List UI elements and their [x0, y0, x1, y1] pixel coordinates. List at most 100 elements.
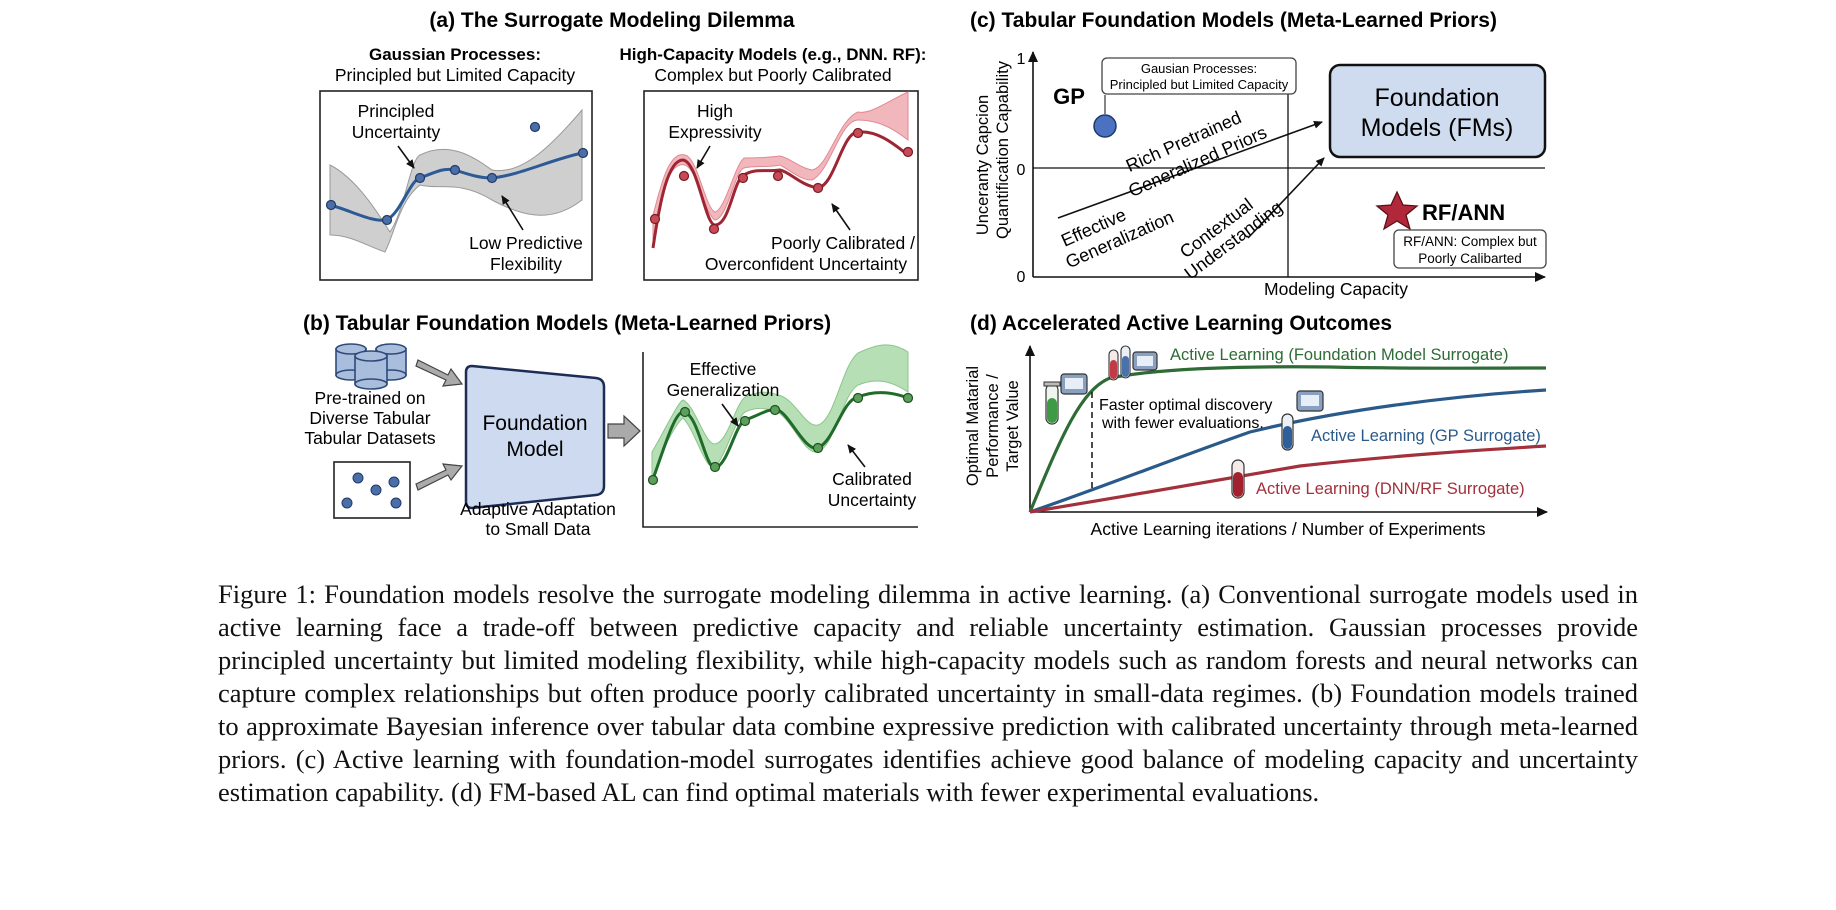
- adapt-label-2: to Small Data: [485, 519, 590, 539]
- hc-annot-top-2: Expressivity: [668, 122, 762, 142]
- hc-annot-top-1: High: [697, 101, 733, 121]
- fm-point: [812, 442, 824, 454]
- fm-annot-top-2: Generalization: [667, 380, 780, 400]
- hc-point: [737, 172, 749, 184]
- gp-annot-bottom-arrow: [501, 195, 524, 231]
- d-ylabel-3: Target Value: [1004, 380, 1022, 471]
- fm-annot-bottom-2: Uncertainty: [828, 490, 917, 510]
- datasets-label-3: Tabular Datasets: [304, 428, 436, 448]
- gp-annot-top-arrow: [397, 145, 415, 169]
- c-arrow-contextual: [1247, 157, 1325, 239]
- d-note-1: Faster optimal discovery: [1099, 397, 1272, 414]
- fm-label-2: Model: [506, 438, 563, 461]
- c-fm-box: [1328, 63, 1547, 159]
- test-tube-green-liquid: [1047, 398, 1057, 423]
- c-star-marker: [1375, 190, 1419, 231]
- c-ylabel-1: Unceranty Capcion: [974, 95, 992, 235]
- hc-point: [852, 127, 864, 139]
- small-data-point: [352, 472, 364, 484]
- d-ylabel-2: Performance /: [984, 374, 1002, 478]
- fm-uncertainty-band: [651, 344, 909, 483]
- test-tube-red-liquid: [1110, 360, 1117, 379]
- d-note-2: with fewer evaluations.: [1101, 415, 1264, 432]
- d-curve-gp: [1029, 388, 1547, 514]
- hc-observations: [649, 127, 914, 235]
- d-series-dnn-label: Active Learning (DNN/RF Surrogate): [1256, 480, 1525, 498]
- small-data-point: [370, 484, 382, 496]
- fm-annot-bottom-arrow: [847, 444, 866, 468]
- hc-point: [708, 223, 720, 235]
- c-tick-y0: 0: [1017, 162, 1026, 179]
- small-data-point: [388, 476, 400, 488]
- fm-point: [647, 474, 659, 486]
- gp-observations: [325, 121, 589, 226]
- fm-label-1: Foundation: [482, 412, 587, 435]
- c-gp-box: [1101, 57, 1297, 95]
- small-data-points: [341, 472, 402, 509]
- panel-c-title: (c) Tabular Foundation Models (Meta-Lear…: [970, 9, 1497, 32]
- monitor-icon-display: [1301, 395, 1319, 406]
- d-ylabel-1: Optimal Matarial: [964, 366, 982, 486]
- test-tube-red-icon: [1231, 459, 1245, 499]
- test-tube-red-large-liquid: [1233, 472, 1243, 497]
- d-series-gp-label: Active Learning (GP Surrogate): [1311, 427, 1541, 445]
- fm-point: [709, 461, 721, 473]
- gp-annot-bottom-2: Flexibility: [490, 254, 562, 274]
- small-data-point: [341, 497, 353, 509]
- c-rf-label: RF/ANN: [1422, 200, 1505, 225]
- database-cylinder-3-top: [375, 343, 407, 355]
- smalldata-to-fm-arrow: [415, 463, 464, 491]
- monitor-icon: [1296, 390, 1324, 412]
- gp-point: [486, 172, 498, 184]
- c-gp-label: GP: [1053, 84, 1085, 109]
- c-gp-box-2: Principled but Limited Capacity: [1110, 77, 1289, 92]
- test-tube-blue-liquid: [1122, 356, 1129, 377]
- gp-point: [529, 121, 541, 133]
- figure-caption: Figure 1: Foundation models resolve the …: [218, 579, 1638, 807]
- c-xlabel: Modeling Capacity: [1264, 279, 1408, 299]
- panel-a-right-subheading: Complex but Poorly Calibrated: [654, 65, 891, 85]
- panel-a: (a) The Surrogate Modeling Dilemma Gauss…: [319, 9, 926, 281]
- panel-d: (d) Accelerated Active Learning Outcomes…: [964, 312, 1548, 539]
- database-icon: [335, 343, 407, 390]
- panel-a-left-heading: Gaussian Processes:: [369, 45, 541, 64]
- database-cylinder-1-top: [335, 343, 367, 355]
- c-ylabel-2: Quantification Capability: [994, 60, 1012, 239]
- datasets-label-1: Pre-trained on: [315, 388, 426, 408]
- fm-annot-top-arrow: [721, 403, 739, 427]
- c-tick-y1: 1: [1017, 51, 1026, 68]
- c-rf-box: [1393, 229, 1547, 269]
- hc-plot-frame: [643, 90, 919, 281]
- hc-annot-bottom-2: Overconfident Uncertainty: [705, 254, 908, 274]
- c-fm-box-1: Foundation: [1374, 84, 1499, 112]
- d-curve-dnn: [1029, 444, 1547, 514]
- hc-point: [678, 170, 690, 182]
- gp-point: [325, 199, 337, 211]
- panel-b: (b) Tabular Foundation Models (Meta-Lear…: [303, 312, 918, 539]
- hc-point: [812, 182, 824, 194]
- c-gp-box-1: Gausian Processes:: [1141, 61, 1257, 76]
- figure-illustration: (a) The Surrogate Modeling Dilemma Gauss…: [303, 9, 1548, 539]
- panel-d-title: (d) Accelerated Active Learning Outcomes: [970, 312, 1392, 335]
- test-tube-green-icon: [1043, 381, 1061, 425]
- gp-annot-top-1: Principled: [358, 101, 435, 121]
- c-rf-box-1: RF/ANN: Complex but: [1403, 234, 1537, 249]
- c-tick-origin: 0: [1017, 269, 1026, 286]
- database-cylinder-2-bottom: [354, 378, 388, 390]
- panel-a-left-subheading: Principled but Limited Capacity: [335, 65, 576, 85]
- hc-uncertainty-band: [652, 91, 909, 246]
- hc-annot-bottom-1: Poorly Calibrated /: [771, 233, 915, 253]
- gp-uncertainty-band: [329, 108, 583, 253]
- monitor-icon-display: [1137, 356, 1153, 366]
- database-cylinder-2-top: [354, 350, 388, 362]
- datasets-to-fm-arrow: [415, 359, 464, 387]
- hc-point: [902, 146, 914, 158]
- fm-point: [769, 404, 781, 416]
- gp-annot-bottom-1: Low Predictive: [469, 233, 583, 253]
- adapt-label-1: Adaptive Adaptation: [460, 499, 616, 519]
- test-tube-blue-icon: [1281, 413, 1294, 451]
- test-tube-blue-large-liquid: [1283, 426, 1292, 449]
- monitor-icon: [1132, 351, 1158, 371]
- fm-point: [902, 392, 914, 404]
- panel-b-title: (b) Tabular Foundation Models (Meta-Lear…: [303, 312, 831, 335]
